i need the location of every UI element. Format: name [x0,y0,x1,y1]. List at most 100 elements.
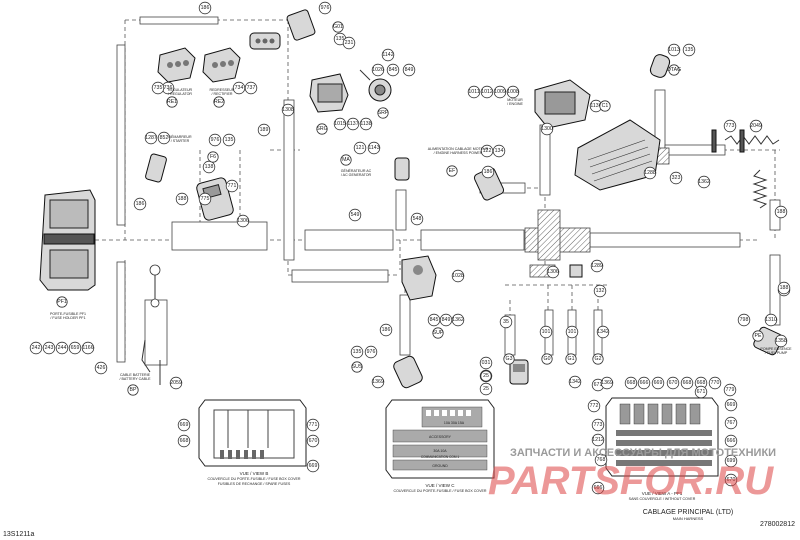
part-ref-balloon: 768 [594,453,608,467]
connector-code-balloon: RE2 [213,96,225,108]
starter-label-fr: DÉMARREUR [168,134,192,139]
part-ref-balloon-circle [565,325,579,339]
part-ref-balloon-text: 798 [740,317,749,323]
part-ref-balloon-text: 1142 [382,52,393,58]
part-ref-balloon: 242 [29,341,43,355]
part-ref-balloon-text: 1310 [765,317,777,323]
engine-label-en: / ENGINE [507,102,523,106]
part-ref-balloon: 186 [133,197,147,211]
connector-code-balloon-circle [668,64,680,76]
part-ref-balloon-circle [587,399,601,413]
drawing-number: 278002812 [760,521,795,528]
part-ref-balloon-circle [774,205,788,219]
part-ref-balloon-text: 186 [484,169,493,175]
part-ref-balloon-circle [724,416,738,430]
part-ref-balloon-circle [133,197,147,211]
part-ref-balloon-text: 671 [594,382,603,388]
part-ref-balloon: 773 [591,418,605,432]
part-ref-balloon-circle [591,433,605,447]
part-ref-balloon: 323 [669,171,683,185]
part-ref-balloon: 669 [651,376,665,390]
part-ref-balloon-circle [402,63,416,77]
part-ref-balloon-circle [367,141,381,155]
part-ref-balloon-text: 669 [727,402,736,408]
part-ref-balloon-circle [236,214,250,228]
part-ref-balloon-text: 849 [442,317,451,323]
connector-code-balloon: OTAG [667,64,681,76]
part-ref-balloon-text: 1306 [547,269,559,275]
part-ref-balloon-circle [724,473,738,487]
part-ref-balloon-circle [479,356,493,370]
part-ref-balloon: 669 [724,398,738,412]
part-ref-balloon-text: 1137 [347,121,358,127]
part-ref-balloon-text: 186 [136,201,145,207]
part-ref-balloon-text: 666 [594,485,603,491]
part-ref-balloon: 669 [177,418,191,432]
part-ref-balloon-circle [777,281,791,295]
part-ref-balloon-circle [546,265,560,279]
connector-code-balloon: SUS [351,361,363,373]
battery-cable-label-en: / BATTERY CABLE [120,377,152,381]
part-ref-balloon: 186 [481,165,495,179]
part-ref-balloon: 775 [198,192,212,206]
connector-code-balloon: PF1 [56,296,68,308]
connector-code-balloon: RE1 [166,96,178,108]
watermark-logo: PARTSFOR.RU [488,459,774,503]
part-ref-balloon-circle [724,434,738,448]
part-ref-balloon-text: 122 [483,148,492,154]
connector-code-balloon-circle [752,330,764,342]
part-ref-balloon-circle [68,341,82,355]
part-ref-balloon-text: 767 [727,420,736,426]
connector-code-balloon-text: SUS [352,364,363,370]
battery-cable [141,264,161,385]
connector-code-balloon: G2 [592,353,604,365]
connector-code-balloon-text: MA [342,157,350,163]
part-ref-balloon-text: 031 [482,360,491,366]
part-ref-balloon-text: 775 [201,196,210,202]
connector-code-balloon-text: 25 [483,373,489,379]
connector-code-balloon-circle [565,353,577,365]
part-ref-balloon: 189 [257,123,271,137]
part-ref-balloon-circle [144,131,158,145]
fuse-cover-row5: GROUND [432,464,448,468]
part-ref-balloon: 668 [624,376,638,390]
part-ref-balloon-text: 668 [697,380,706,386]
part-ref-balloon: 132 [593,284,607,298]
part-ref-balloon: 773 [723,119,737,133]
part-ref-balloon-circle [410,212,424,226]
part-ref-balloon-text: 188 [178,196,187,202]
part-ref-balloon-text: 1288 [644,170,656,176]
part-ref-balloon-text: 35 [503,319,509,325]
part-ref-balloon-text: 849 [405,67,414,73]
part-ref-balloon: 1013 [667,43,681,57]
part-ref-balloon-text: 186 [201,5,210,11]
part-ref-balloon-circle [169,376,183,390]
part-ref-balloon-text: 1342 [569,379,581,385]
part-ref-balloon: 668 [177,434,191,448]
connector-code-balloon-circle [377,107,389,119]
part-ref-balloon-circle [492,144,506,158]
part-ref-balloon-text: 771 [228,183,237,189]
part-ref-balloon-circle [318,1,332,15]
part-ref-balloon: 767 [724,416,738,430]
part-ref-balloon-text: 735 [154,85,163,91]
part-ref-balloon: 1358 [774,334,788,348]
part-ref-balloon: 666 [591,481,605,495]
part-ref-balloon: 2049 [749,119,763,133]
part-ref-balloon-text: 659 [71,345,80,351]
part-ref-balloon-circle [81,341,95,355]
part-ref-balloon: 101 [539,325,553,339]
connector-code-balloon-circle [446,165,458,177]
view-c-line1: COUVERCLE DU PORTE-FUSIBLE / FUSE BOX CO… [394,489,487,493]
connector-code-balloon: PE [752,330,764,342]
connector-code-balloon: C1 [599,100,611,112]
part-ref-balloon: 135 [350,345,364,359]
c1-ecm-connector [574,119,661,191]
part-ref-balloon-text: 1300 [541,126,553,132]
part-ref-balloon-circle [708,376,722,390]
regulator-connector [157,47,196,83]
part-ref-balloon-circle [157,131,171,145]
part-ref-balloon-text: 771 [309,422,318,428]
part-ref-balloon-text: 852 [160,135,169,141]
